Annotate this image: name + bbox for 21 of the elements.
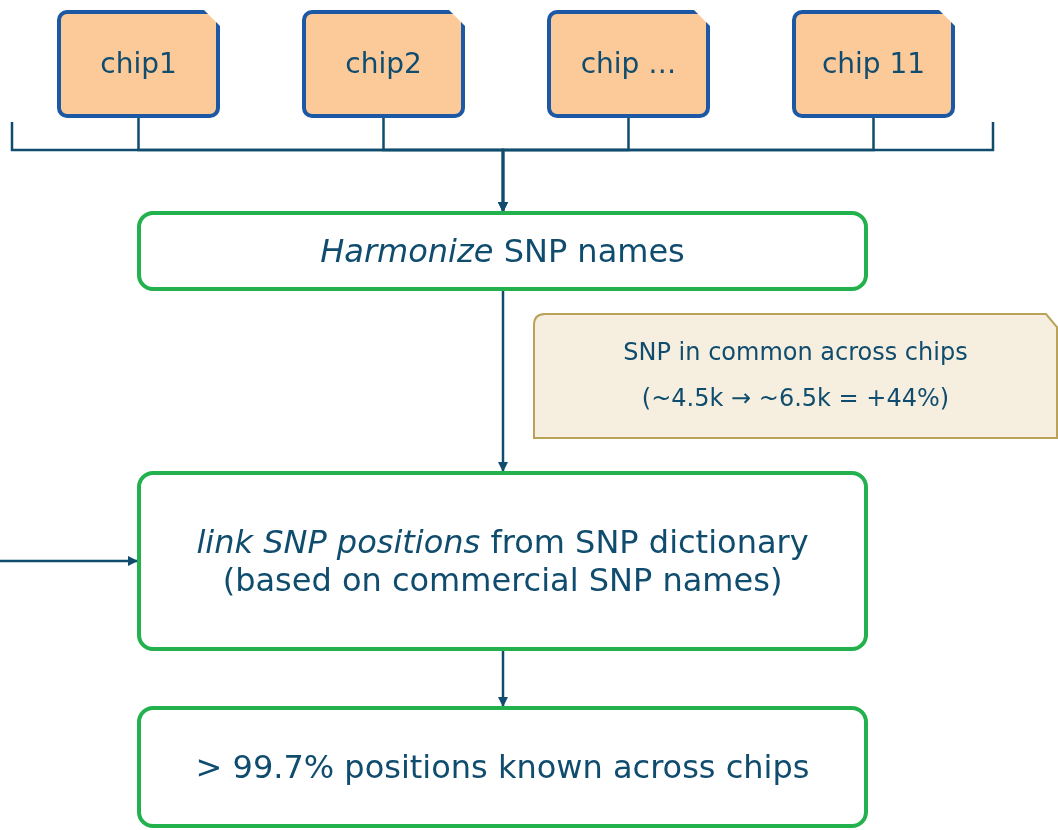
- process-box: [137, 211, 868, 291]
- step-text: > 99.7% positions known across chips: [195, 747, 810, 787]
- arrow: [0, 556, 138, 566]
- process-box: [137, 471, 868, 651]
- note-text: (~4.5k → ~6.5k = +44%): [641, 383, 950, 414]
- chip-card: [792, 10, 955, 118]
- chip-label: chip …: [580, 47, 677, 81]
- arrow: [498, 118, 875, 212]
- chip-label: chip 11: [821, 47, 926, 81]
- chip-card: [547, 10, 710, 118]
- chip-card: [302, 10, 465, 118]
- note-card: [533, 313, 1058, 439]
- note-text: SNP in common across chips: [623, 337, 968, 369]
- chip-card: [57, 10, 220, 118]
- arrow: [498, 651, 508, 707]
- step-text: link SNP positions from SNP dictionary (based on commercial SNP names): [195, 522, 810, 600]
- chip-label: chip2: [345, 47, 422, 81]
- step-text: Harmonize SNP names: [320, 231, 685, 271]
- process-box: [137, 706, 868, 828]
- arrow: [498, 291, 508, 472]
- chip-label: chip1: [100, 47, 177, 81]
